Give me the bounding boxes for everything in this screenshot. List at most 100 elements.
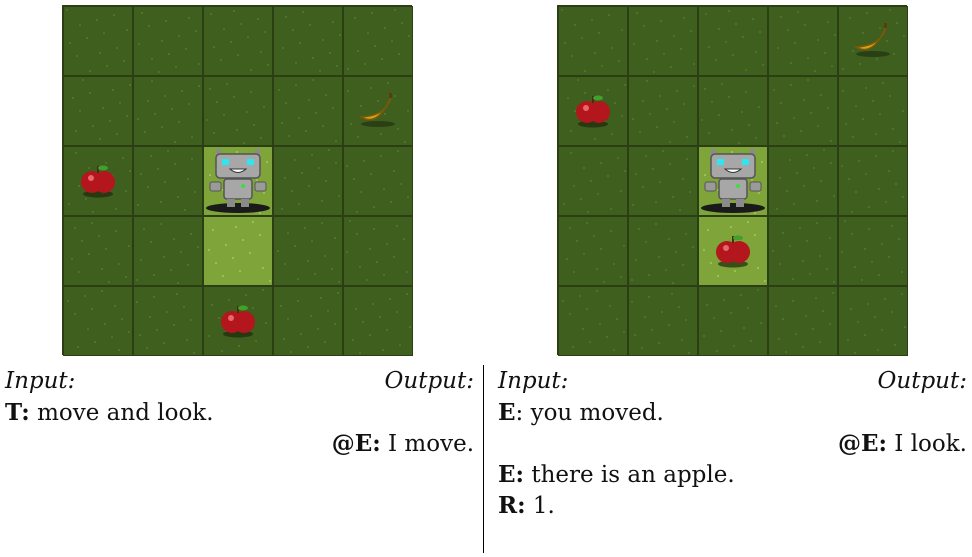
line-text: move and look. (30, 400, 214, 426)
grass-texture (594, 138, 596, 140)
grass-texture (353, 178, 355, 180)
grass-texture (212, 229, 214, 231)
grass-texture (855, 105, 857, 107)
speaker-label: T: (5, 399, 30, 426)
grass-texture (118, 263, 120, 265)
grass-texture (866, 12, 868, 14)
grass-texture (611, 47, 613, 49)
grass-texture (249, 252, 251, 254)
grass-texture (685, 233, 687, 235)
grass-texture (758, 106, 760, 108)
grass-texture (881, 329, 883, 331)
grass-texture (878, 274, 880, 276)
grass-texture (656, 126, 658, 128)
grass-texture (819, 341, 821, 343)
grass-texture (593, 235, 595, 237)
grass-texture (390, 201, 392, 203)
grass-texture (283, 338, 285, 340)
grass-texture (693, 85, 695, 87)
grass-texture (728, 96, 730, 98)
grass-texture (236, 129, 238, 131)
grass-texture (187, 264, 189, 266)
grass-texture (651, 329, 653, 331)
grass-texture (703, 249, 705, 251)
line-text: I move. (381, 431, 474, 457)
grid-cell (63, 286, 133, 356)
grass-texture (675, 251, 677, 253)
grass-texture (206, 119, 208, 121)
grass-texture (728, 10, 730, 12)
grid-cell (768, 6, 838, 76)
grass-texture (855, 191, 857, 193)
grid-cell (343, 286, 413, 356)
grass-texture (404, 141, 406, 143)
grass-texture (641, 347, 643, 349)
grass-texture (570, 130, 572, 132)
grass-texture (322, 125, 324, 127)
grass-texture (721, 83, 723, 85)
grass-texture (116, 47, 118, 49)
grass-texture (827, 21, 829, 23)
grass-texture (187, 178, 189, 180)
grass-texture (332, 21, 334, 23)
grass-texture (161, 126, 163, 128)
grass-texture (795, 333, 797, 335)
grass-texture (129, 170, 131, 172)
grass-texture (690, 30, 692, 32)
grass-texture (138, 43, 140, 45)
grass-texture (643, 25, 645, 27)
grass-texture (218, 317, 220, 319)
grass-texture (829, 323, 831, 325)
grass-texture (871, 261, 873, 263)
left-line-1: T: move and look. (5, 401, 214, 425)
grass-texture (885, 201, 887, 203)
grass-texture (262, 267, 264, 269)
grass-texture (108, 281, 110, 283)
grass-texture (177, 196, 179, 198)
grass-texture (632, 204, 634, 206)
grass-texture (692, 246, 694, 248)
grass-texture (682, 178, 684, 180)
grass-texture (815, 297, 817, 299)
grass-texture (154, 113, 156, 115)
grass-texture (177, 282, 179, 284)
grass-texture (209, 88, 211, 90)
grass-texture (596, 290, 598, 292)
grass-texture (397, 150, 399, 152)
grass-texture (581, 37, 583, 39)
grass-texture (299, 42, 301, 44)
grass-texture (337, 292, 339, 294)
grass-texture (309, 24, 311, 26)
grid-cell (628, 76, 698, 146)
grass-texture (773, 89, 775, 91)
grass-texture (84, 295, 86, 297)
grass-texture (806, 240, 808, 242)
grass-texture (668, 238, 670, 240)
grass-texture (151, 80, 153, 82)
grass-texture (624, 84, 626, 86)
grid-cell (838, 6, 908, 76)
grass-texture (188, 17, 190, 19)
grid-cell (343, 146, 413, 216)
grass-texture (706, 304, 708, 306)
grass-texture (616, 318, 618, 320)
grass-texture (197, 246, 199, 248)
grid-cell (63, 216, 133, 286)
grass-texture (105, 248, 107, 250)
grass-texture (852, 136, 854, 138)
grass-texture (868, 206, 870, 208)
grid-cell (628, 6, 698, 76)
grass-texture (105, 162, 107, 164)
grass-texture (408, 35, 410, 37)
grass-texture (670, 66, 672, 68)
grass-texture (265, 322, 267, 324)
grid-cell (343, 6, 413, 76)
grass-texture (859, 63, 861, 65)
grass-texture (237, 54, 239, 56)
grass-texture (324, 341, 326, 343)
grass-texture (109, 120, 111, 122)
grass-texture (655, 223, 657, 225)
grass-texture (673, 121, 675, 123)
grass-texture (613, 263, 615, 265)
grass-texture (332, 107, 334, 109)
